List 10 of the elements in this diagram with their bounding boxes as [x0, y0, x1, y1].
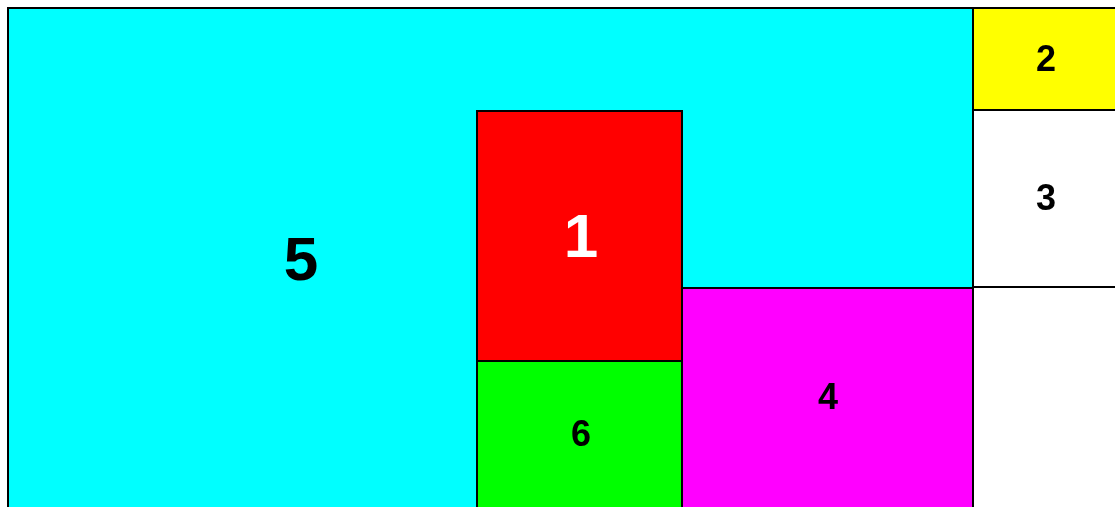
region-box: [972, 7, 1115, 111]
region-number: 4: [818, 379, 838, 415]
region-number: 6: [571, 416, 591, 452]
region-number: 5: [283, 228, 319, 290]
region-box: [476, 110, 683, 362]
region-number: 2: [1036, 41, 1056, 77]
region-number: 1: [563, 205, 599, 267]
region-box: [7, 7, 974, 507]
region-box: [476, 360, 683, 507]
region-number: 3: [1036, 180, 1056, 216]
